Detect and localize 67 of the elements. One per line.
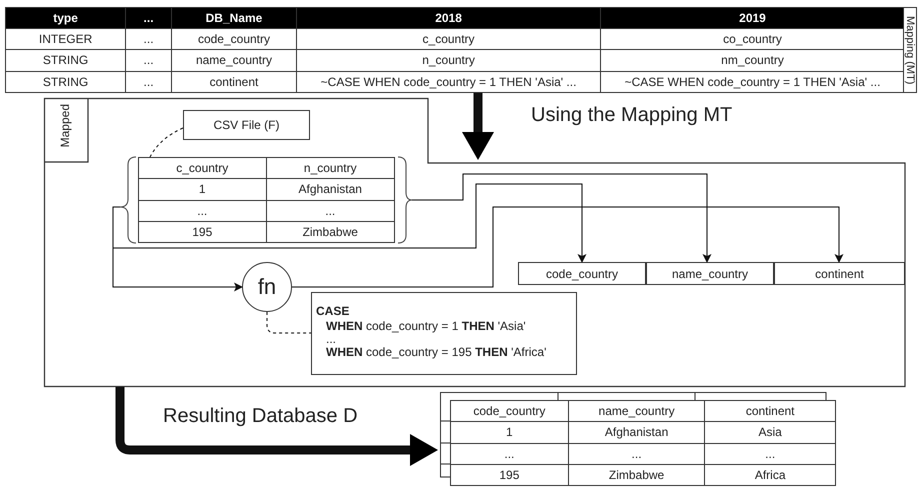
- table-cell: code_country: [172, 29, 296, 50]
- table-cell: ...: [266, 200, 394, 221]
- connector-arrow: [112, 206, 243, 292]
- code-line: WHEN code_country = 195 THEN 'Africa': [325, 345, 548, 360]
- source-table: [120, 155, 412, 245]
- table-cell: 195: [139, 222, 266, 242]
- column-header: DB_Name: [172, 8, 296, 28]
- table-cell: ...: [126, 29, 171, 50]
- box-label: continent: [815, 266, 864, 280]
- code-box: [311, 292, 577, 375]
- function-circle: [242, 262, 292, 312]
- column-header: ...: [126, 8, 171, 28]
- table-cell: ...: [126, 72, 171, 92]
- table-cell: n_country: [297, 50, 600, 71]
- table-cell: Zimbabwe: [266, 222, 394, 242]
- table-cell: ...: [451, 444, 568, 464]
- table-cell: ...: [568, 444, 704, 464]
- column-header: n_country: [266, 158, 394, 178]
- label-box: [646, 262, 774, 285]
- table-cell: ...: [126, 50, 171, 71]
- table-cell: name_country: [172, 50, 296, 71]
- code-line: CASE: [316, 304, 350, 319]
- box-label: code_country: [546, 266, 618, 280]
- label-box: [183, 110, 310, 140]
- connector-arrow: [292, 206, 844, 288]
- label-box: [518, 262, 646, 285]
- table-cell: STRING: [6, 72, 126, 92]
- table-cell: Zimbabwe: [568, 464, 704, 485]
- table-cell: c_country: [297, 29, 600, 50]
- column-header: code_country: [451, 401, 568, 422]
- table-cell: ...: [139, 200, 266, 221]
- dashed-connector: [266, 312, 312, 334]
- table-cell: Asia: [705, 422, 835, 442]
- thick-arrow: [116, 387, 438, 466]
- table-cell: INTEGER: [6, 29, 126, 50]
- table-cell: STRING: [6, 50, 126, 71]
- table-cell: Afghanistan: [266, 179, 394, 200]
- box-label: name_country: [672, 266, 748, 280]
- table-cell: continent: [172, 72, 296, 92]
- thick-arrow: [462, 93, 494, 160]
- function-label: fn: [258, 274, 276, 300]
- column-header: name_country: [568, 401, 704, 422]
- table-cell: co_country: [601, 29, 904, 50]
- column-header: c_country: [139, 158, 266, 178]
- connector-arrow: [412, 174, 712, 263]
- table-cell: ~CASE WHEN code_country = 1 THEN 'Asia' ...: [297, 72, 600, 92]
- table-cell: ...: [705, 444, 835, 464]
- table-cell: Afghanistan: [568, 422, 704, 442]
- side-tab: Mapping (MT): [903, 7, 917, 93]
- column-header: continent: [705, 401, 835, 422]
- box-label: CSV File (F): [214, 118, 280, 132]
- mapped-panel: [44, 98, 906, 387]
- table-cell: Africa: [705, 464, 835, 485]
- table-cell: ~CASE WHEN code_country = 1 THEN 'Asia' ...: [601, 72, 904, 92]
- table-cell: 195: [451, 464, 568, 485]
- table-cell: nm_country: [601, 50, 904, 71]
- column-header: 2018: [297, 8, 600, 28]
- column-header: type: [6, 8, 126, 28]
- dashed-connector: [150, 128, 184, 158]
- table-cell: 1: [451, 422, 568, 442]
- panel-title: Mapped: [58, 104, 72, 148]
- code-line: ...: [325, 334, 338, 345]
- connector-arrow: [112, 184, 586, 263]
- column-header: 2019: [601, 8, 904, 28]
- table-cell: 1: [139, 179, 266, 200]
- code-line: WHEN code_country = 1 THEN 'Asia': [325, 319, 527, 334]
- label-box: [774, 262, 905, 285]
